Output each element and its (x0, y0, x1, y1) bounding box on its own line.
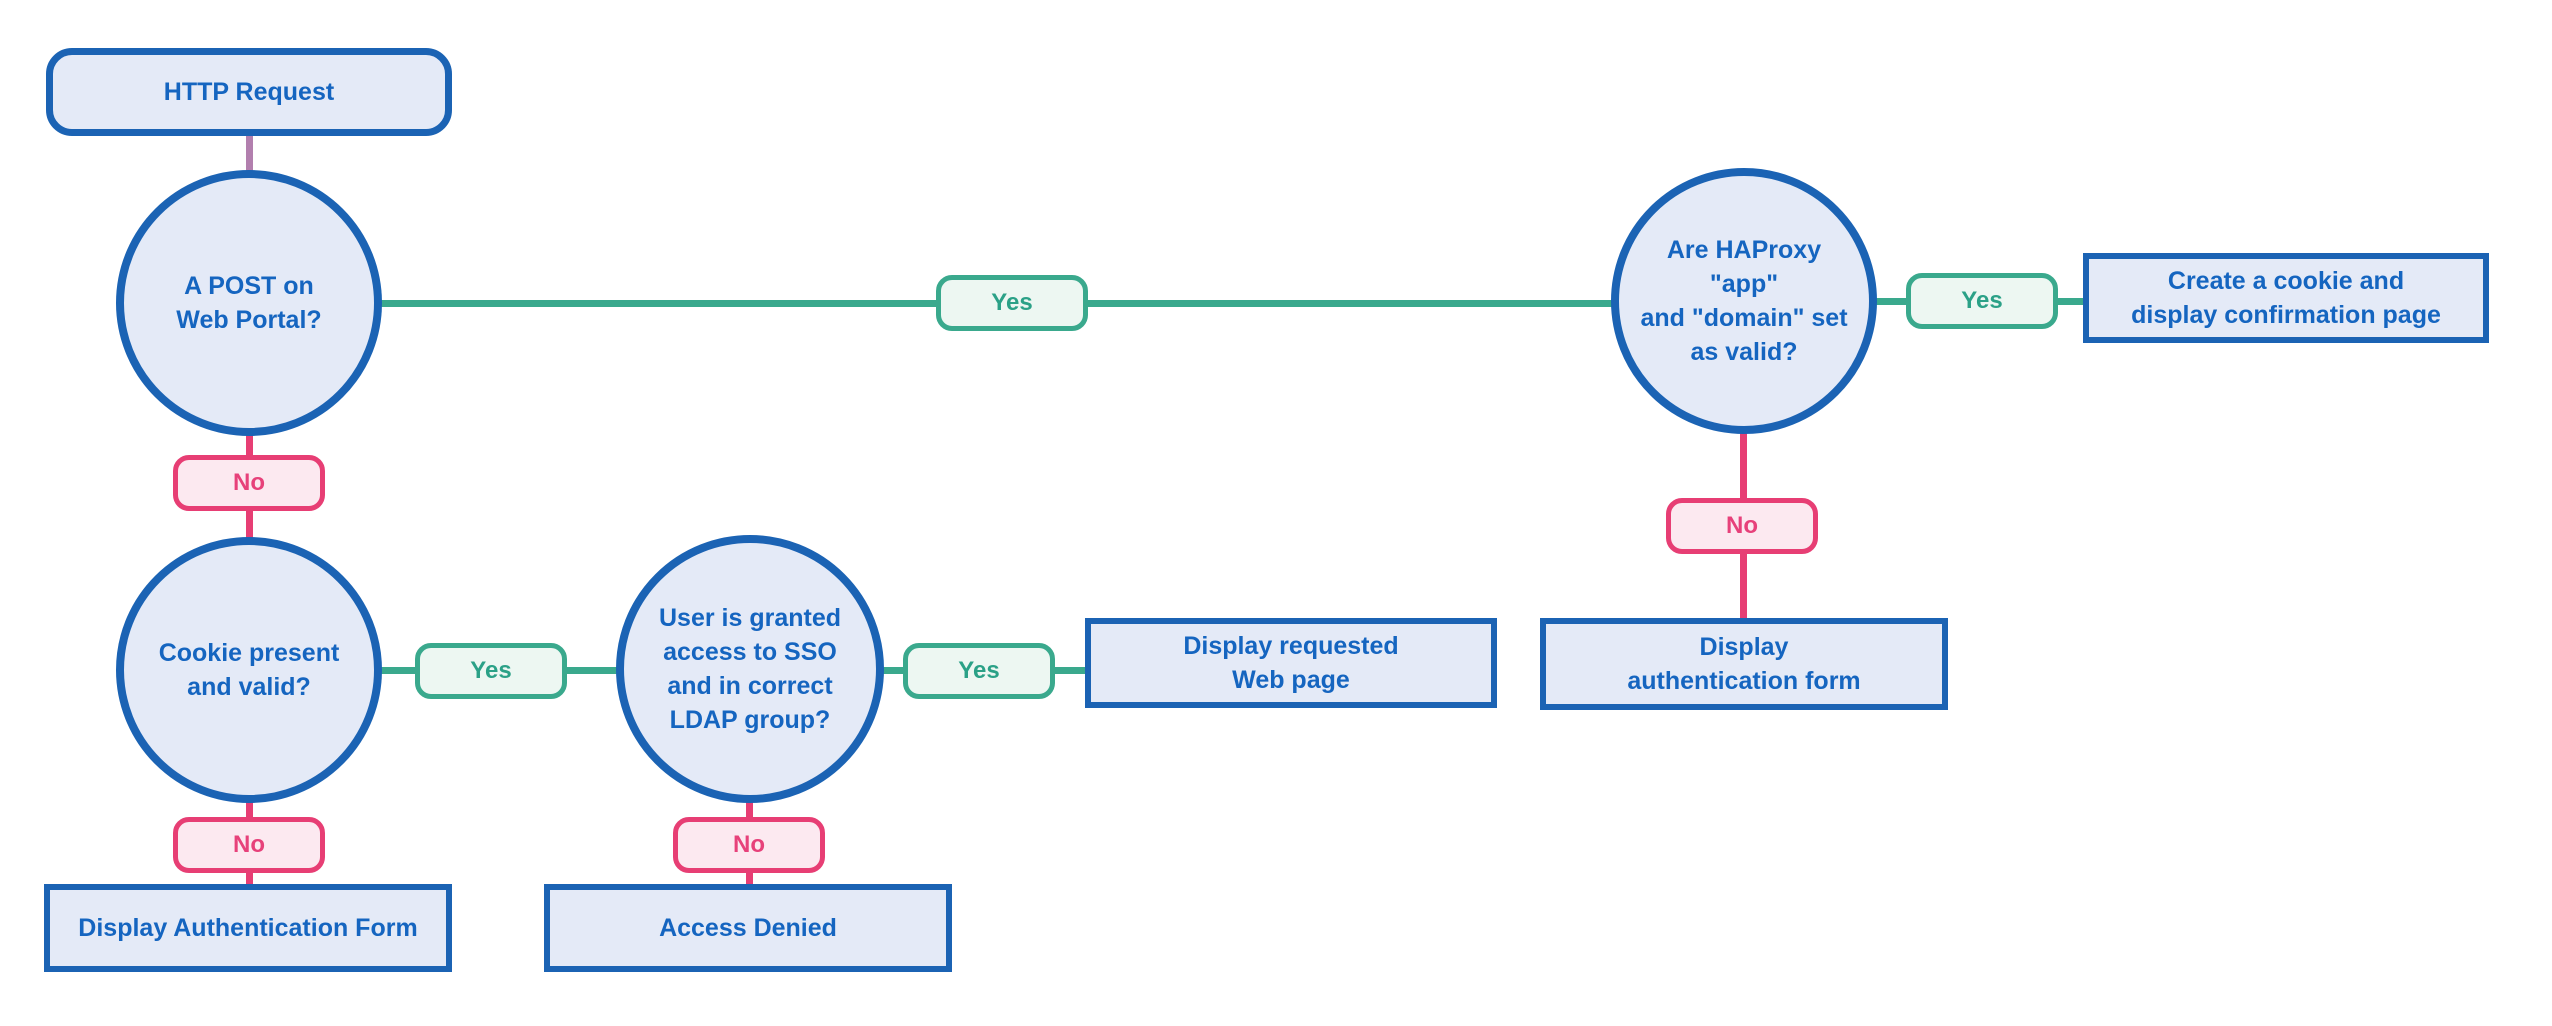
node-http-request: HTTP Request (46, 48, 452, 136)
connector-start-http-to-post (246, 132, 253, 174)
connector-no-post-to-badge (246, 430, 253, 460)
connector-no-badge-to-cookie (246, 506, 253, 542)
connector-no-user-granted-to-badge (746, 798, 753, 822)
connector-yes-cookie-to-badge (378, 667, 420, 674)
connector-no-badge-to-display-auth-right (1740, 550, 1747, 622)
node-display-authentication-form-left: Display Authentication Form (44, 884, 452, 972)
connector-yes-badge-to-user-granted (562, 667, 622, 674)
decision-haproxy-app-domain-valid: Are HAProxy "app" and "domain" set as va… (1611, 168, 1877, 434)
decision-cookie-present-valid: Cookie present and valid? (116, 537, 382, 803)
decision-post-on-web-portal: A POST on Web Portal? (116, 170, 382, 436)
connector-no-cookie-to-badge (246, 798, 253, 822)
badge-yes-post-web-portal: Yes (936, 275, 1088, 331)
node-create-cookie-confirmation: Create a cookie and display confirmation… (2083, 253, 2489, 343)
connector-yes-badge-to-create-cookie (2052, 298, 2088, 305)
badge-no-post-web-portal: No (173, 455, 325, 511)
badge-no-haproxy-valid: No (1666, 498, 1818, 554)
connector-yes-badge-to-display-requested (1050, 667, 1090, 674)
decision-user-granted-sso-ldap: User is granted access to SSO and in cor… (616, 535, 884, 803)
node-display-authentication-form-right: Display authentication form (1540, 618, 1948, 710)
connector-yes-user-granted-to-badge (878, 667, 908, 674)
badge-no-user-granted: No (673, 817, 825, 873)
badge-yes-cookie-valid: Yes (415, 643, 567, 699)
badge-yes-user-granted: Yes (903, 643, 1055, 699)
badge-yes-haproxy-valid: Yes (1906, 273, 2058, 329)
connector-no-badge-to-access-denied (746, 868, 753, 888)
connector-no-haproxy-to-badge (1740, 430, 1747, 502)
badge-no-cookie-valid: No (173, 817, 325, 873)
node-access-denied: Access Denied (544, 884, 952, 972)
connector-no-badge-to-display-auth-left (246, 868, 253, 888)
connector-yes-post-to-badge (378, 300, 940, 307)
connector-yes-haproxy-to-badge (1872, 298, 1912, 305)
node-display-requested-web-page: Display requested Web page (1085, 618, 1497, 708)
connector-yes-badge-to-haproxy (1084, 300, 1616, 307)
